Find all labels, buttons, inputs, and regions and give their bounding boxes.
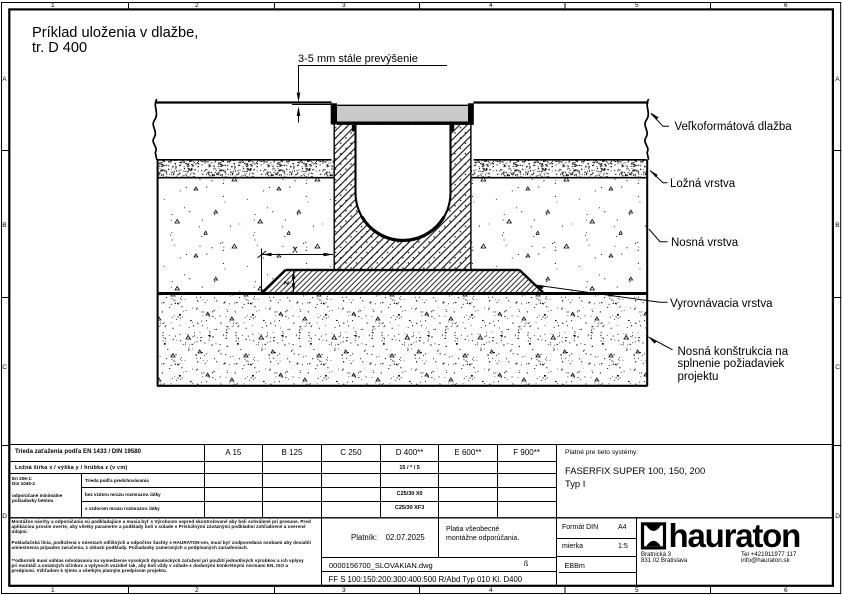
svg-text:z: z <box>281 281 291 285</box>
svg-text:hauraton: hauraton <box>669 521 801 553</box>
